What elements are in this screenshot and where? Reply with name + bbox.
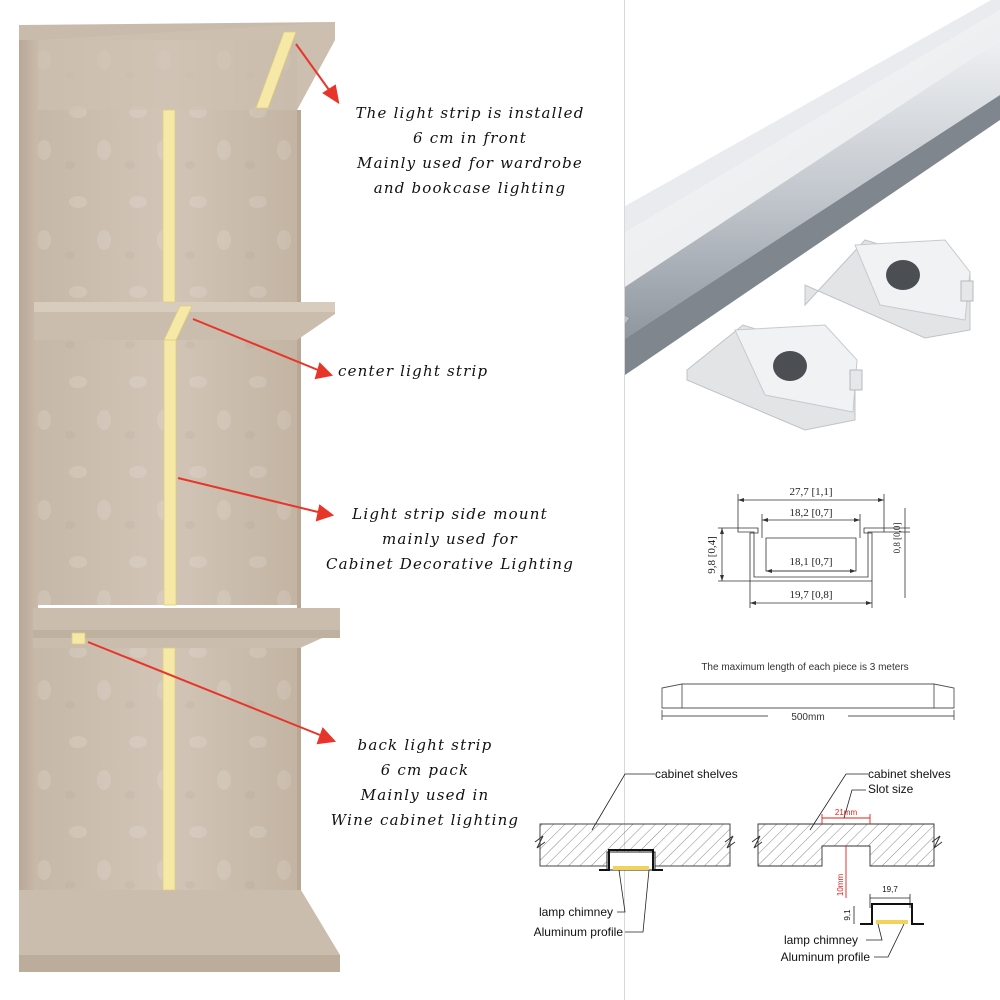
back-strip-lower xyxy=(162,647,176,891)
label-cabinet-shelves-a: cabinet shelves xyxy=(655,767,738,781)
label-slot-width: 21mm xyxy=(835,808,858,817)
label-cabinet-shelves-b: cabinet shelves xyxy=(868,767,951,781)
dim-height: 9,8 [0,4] xyxy=(706,536,718,574)
callout-back-line-1: back light strip xyxy=(357,736,493,754)
led-strips xyxy=(71,31,297,891)
callout-center-strip: center light strip xyxy=(320,359,558,384)
profile-body xyxy=(625,40,1000,339)
cross-section-drawing: 27,7 [1,1] 18,2 [0,7] 18,1 [0,7] 19,7 [0… xyxy=(706,486,910,608)
back-strip-marker xyxy=(71,632,86,645)
profile-product-render xyxy=(625,0,1000,431)
label-lamp-chimney-a: lamp chimney xyxy=(539,905,613,919)
cabinet-illustration xyxy=(19,22,340,972)
callout-side-mount: Light strip side mount mainly used for C… xyxy=(305,502,595,577)
install-diagram-surface: cabinet shelves lamp chimney Aluminum pr… xyxy=(534,767,738,939)
label-aluminum-profile-a: Aluminum profile xyxy=(534,925,624,939)
label-slot-size: Slot size xyxy=(868,782,914,796)
callout-back-line-3: Mainly used in xyxy=(360,786,490,804)
callout-back-line-2: 6 cm pack xyxy=(380,761,470,779)
callout-side-line-2: mainly used for xyxy=(381,530,519,548)
side-strip-middle xyxy=(163,339,177,606)
label-profile-height: 9,1 xyxy=(843,909,852,921)
callout-front-install: The light strip is installed 6 cm in fro… xyxy=(320,101,620,201)
length-drawing: 500mm xyxy=(661,683,955,723)
max-length-note: The maximum length of each piece is 3 me… xyxy=(701,662,909,673)
dim-outer-bottom: 19,7 [0,8] xyxy=(789,589,832,601)
cabinet-right-side xyxy=(297,110,301,890)
callout-center-line-1: center light strip xyxy=(338,362,489,380)
dim-inner-bottom: 18,1 [0,7] xyxy=(789,556,832,568)
profile-top-flange xyxy=(625,0,1000,233)
callout-front-line-3: Mainly used for wardrobe xyxy=(357,154,583,172)
label-slot-depth: 10mm xyxy=(836,874,845,897)
cabinet-bottom-panel xyxy=(19,890,340,972)
end-cap-lower xyxy=(686,324,863,431)
callout-front-line-1: The light strip is installed xyxy=(355,104,585,122)
callout-front-line-4: and bookcase lighting xyxy=(373,179,567,197)
column-divider xyxy=(624,0,625,1000)
label-lamp-chimney-b: lamp chimney xyxy=(784,933,858,947)
end-cap-upper xyxy=(804,239,974,339)
dim-inner-top: 18,2 [0,7] xyxy=(789,507,832,519)
profile-end-face xyxy=(625,314,631,326)
callout-back-line-4: Wine cabinet lighting xyxy=(330,811,520,829)
install-diagram-recessed: 21mm 10mm 19,7 9,1 cabinet shelves Slot … xyxy=(751,767,951,964)
callout-side-line-1: Light strip side mount xyxy=(352,505,548,523)
label-aluminum-profile-b: Aluminum profile xyxy=(781,950,871,964)
callout-back-strip: back light strip 6 cm pack Mainly used i… xyxy=(305,733,545,833)
cabinet-left-side xyxy=(19,25,38,970)
callout-arrows xyxy=(87,43,340,745)
profile-diffuser xyxy=(625,10,1000,287)
dim-top-width: 27,7 [1,1] xyxy=(789,486,832,498)
length-value: 500mm xyxy=(791,712,824,723)
center-strip-upper xyxy=(162,109,176,303)
callout-side-line-3: Cabinet Decorative Lighting xyxy=(325,555,575,573)
label-profile-width: 19,7 xyxy=(882,885,898,894)
front-strip-top xyxy=(255,31,297,109)
dim-flange: 0,8 [0,0] xyxy=(892,523,902,554)
callout-front-line-2: 6 cm in front xyxy=(413,129,527,147)
